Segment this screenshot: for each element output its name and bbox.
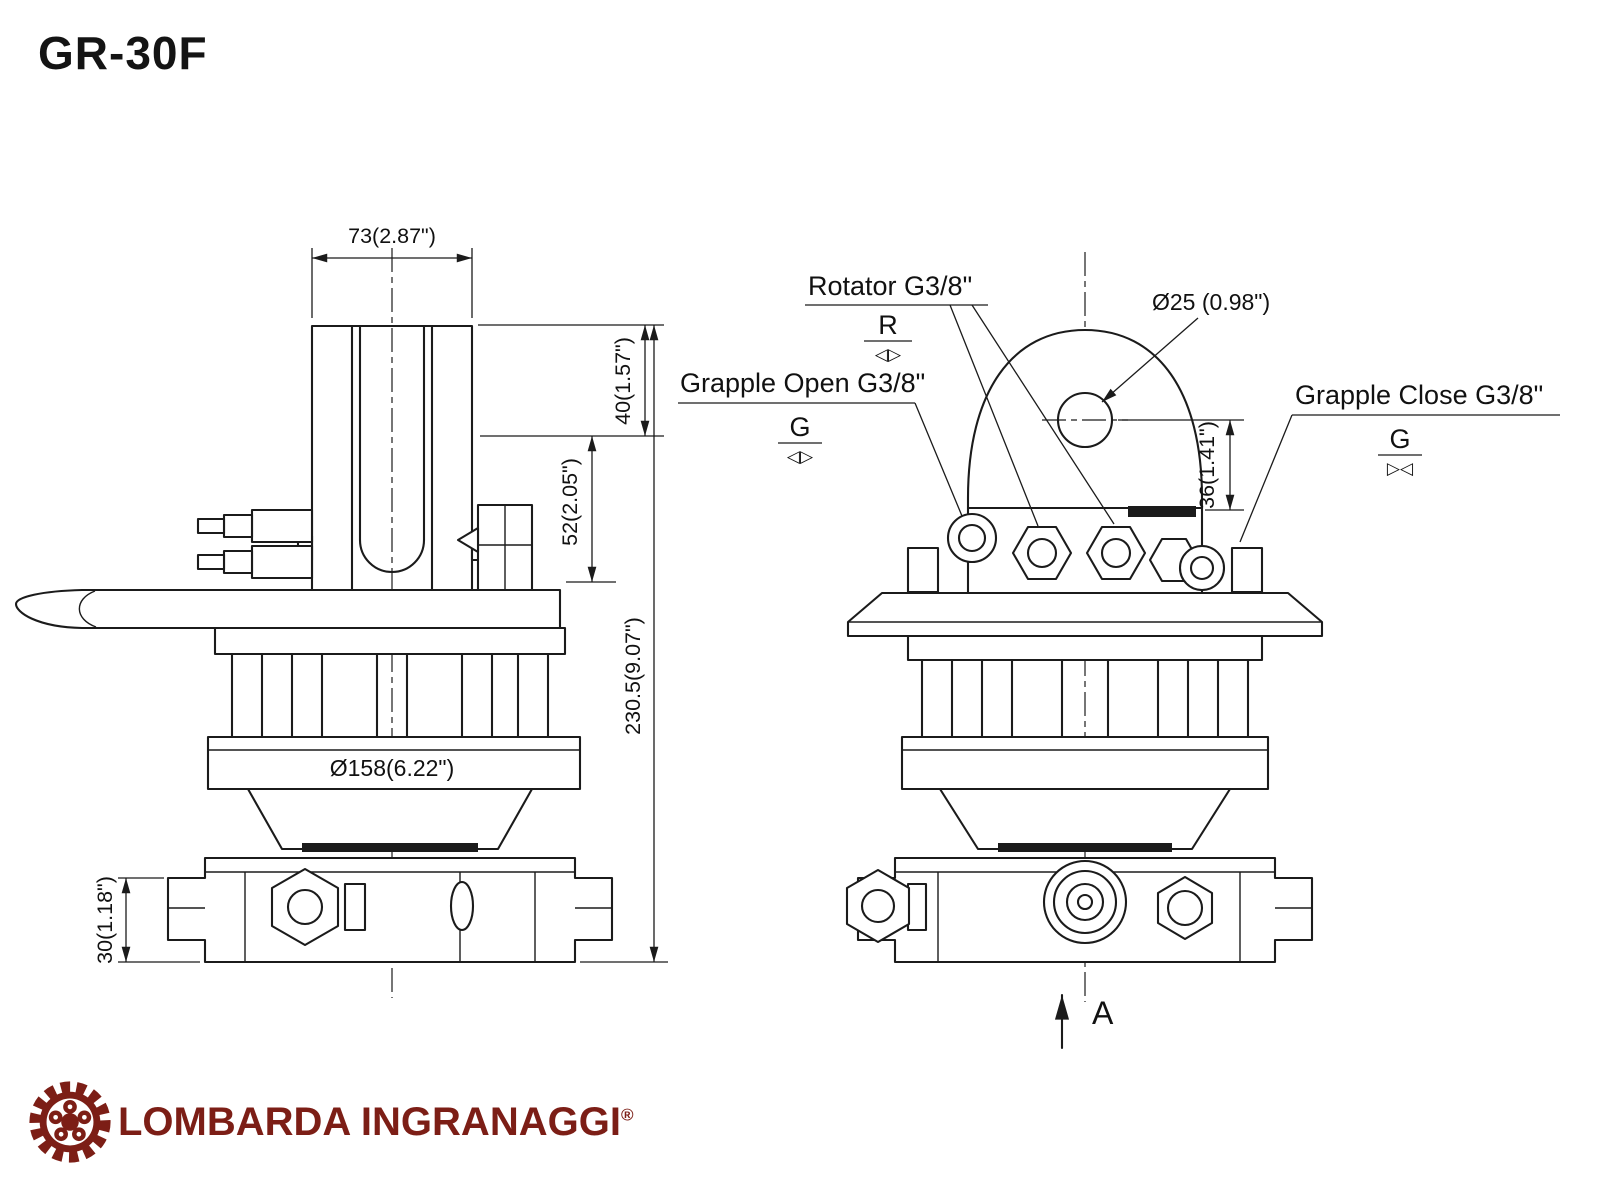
port-open-boss	[946, 512, 998, 564]
hex-plug-right	[1156, 875, 1214, 941]
dome-notch	[1128, 506, 1196, 517]
close-leader	[1239, 414, 1293, 543]
body-main-flange-front	[900, 735, 1270, 791]
registered-mark: ®	[620, 1105, 634, 1125]
body-ring-upper	[213, 626, 567, 656]
port-close-boss	[1178, 544, 1226, 592]
seal-band-front	[998, 843, 1172, 852]
hex-bolt-socket	[286, 888, 324, 926]
clevis-right-plate	[430, 324, 474, 592]
close-flow-icon: ▷◁	[1387, 459, 1414, 478]
hex-fitting-2	[1085, 525, 1147, 581]
wing-inner-curve	[78, 590, 97, 628]
flange-tab-left	[906, 546, 940, 594]
port-nipple-1c	[196, 517, 226, 535]
port-label-annotations: Rotator G3/8" R ◁▷ Grapple Open G3/8" G …	[678, 271, 1560, 543]
open-flow-icon: ◁▷	[787, 447, 814, 466]
dim-40: 40(1.57")	[611, 337, 635, 425]
bolt-washer-left-view	[343, 882, 367, 932]
top-flange-wing	[14, 588, 562, 630]
open-leader	[914, 402, 963, 517]
top-flange-front	[846, 591, 1324, 638]
rotator-leader-1	[949, 304, 1039, 527]
port-nipple-1	[250, 508, 314, 544]
hex-fitting-1	[1011, 525, 1073, 581]
side-plug-detail	[449, 880, 475, 932]
dim-52: 52(2.05")	[558, 458, 582, 546]
dimension-annotations-left: 73(2.87") 40(1.57") 52(2.05") 230.5(9.07…	[93, 224, 668, 964]
rotator-leader-2	[971, 304, 1115, 525]
hex-bolt-left-view	[270, 867, 340, 947]
view-a-arrow: A	[1054, 993, 1114, 1050]
center-boss-outer	[1042, 859, 1128, 945]
body-main-flange	[206, 735, 582, 791]
view-a-label: A	[1092, 995, 1114, 1031]
port-nipple-2b	[222, 549, 254, 575]
port-nipple-2	[250, 544, 314, 580]
set-screw-tip	[456, 526, 480, 554]
logo: LOMBARDA INGRANAGGI®	[26, 1078, 633, 1166]
dim-30: 30(1.18")	[93, 876, 117, 964]
label-open-g: G	[789, 412, 810, 442]
label-grapple-close: Grapple Close G3/8"	[1295, 380, 1543, 410]
label-close-g: G	[1389, 424, 1410, 454]
body-columns-left-view	[230, 652, 550, 739]
label-rotator-r: R	[878, 310, 898, 340]
rotator-flow-icon: ◁▷	[875, 345, 902, 364]
bottom-housing-left-view	[166, 856, 614, 964]
body-columns-front-view	[920, 658, 1250, 739]
dim-25: Ø25 (0.98")	[1152, 289, 1270, 315]
body-ring-upper-front	[906, 634, 1264, 662]
drawing-title: GR-30F	[38, 27, 208, 79]
dim-36: 36(1.41")	[1195, 421, 1219, 509]
left-view-drawing: Ø158(6.22")	[14, 248, 614, 998]
port-nipple-1b	[222, 513, 254, 539]
gear-logo-icon	[29, 1081, 111, 1163]
body-cone	[246, 787, 534, 851]
logo-text: LOMBARDA INGRANAGGI®	[118, 1100, 633, 1145]
label-rotator: Rotator G3/8"	[808, 271, 972, 301]
hex-bolt-front	[845, 868, 911, 944]
seal-band-left-view	[302, 843, 478, 852]
dim-230: 230.5(9.07")	[621, 617, 645, 735]
clevis-left-plate	[310, 324, 354, 592]
port-nipple-2c	[196, 553, 226, 571]
clevis-slot-bottom	[358, 538, 426, 574]
right-view-drawing	[845, 252, 1324, 1002]
dim-158: Ø158(6.22")	[330, 755, 455, 781]
dimension-annotations-right: Ø25 (0.98") 36(1.41")	[1101, 289, 1270, 511]
label-grapple-open: Grapple Open G3/8"	[680, 368, 925, 398]
logo-name: LOMBARDA INGRANAGGI	[118, 1099, 621, 1144]
bolt-washer-front	[906, 882, 928, 932]
lifting-eye-dome	[966, 328, 1204, 592]
dim-73: 73(2.87")	[348, 224, 436, 248]
flange-tab-right	[1230, 546, 1264, 594]
body-cone-front	[938, 787, 1232, 851]
